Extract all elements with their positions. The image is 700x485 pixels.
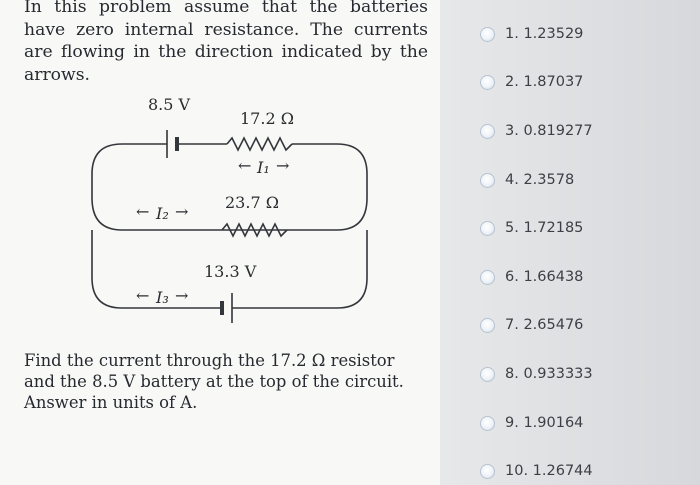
- battery-bottom-label: 13.3 V: [204, 262, 257, 281]
- arrow-right-i1: →: [276, 156, 289, 175]
- radio-button-icon[interactable]: [480, 123, 495, 139]
- resistor-17-2-icon: [226, 136, 293, 152]
- option-7[interactable]: 7. 2.65476: [480, 312, 700, 338]
- option-8[interactable]: 8. 0.933333: [480, 361, 700, 387]
- resistor-top-label: 17.2 Ω: [240, 109, 294, 128]
- arrow-left-i2: ←: [136, 202, 149, 221]
- current-i2-label: I₂: [155, 204, 169, 223]
- option-2[interactable]: 2. 1.87037: [480, 69, 700, 95]
- question-prompt: Find the current through the 17.2 Ω resi…: [24, 351, 404, 412]
- option-4[interactable]: 4. 2.3578: [480, 167, 700, 193]
- radio-button-icon[interactable]: [480, 172, 495, 188]
- arrow-right-i2: →: [175, 202, 188, 221]
- battery-top-label: 8.5 V: [148, 95, 191, 114]
- problem-intro: In this problem assume that the batterie…: [24, 0, 428, 85]
- option-6[interactable]: 6. 1.66438: [480, 264, 700, 290]
- resistor-middle-label: 23.7 Ω: [225, 193, 279, 212]
- radio-button-icon[interactable]: [480, 74, 495, 90]
- option-label: 9. 1.90164: [505, 415, 584, 431]
- option-label: 8. 0.933333: [505, 366, 593, 382]
- option-label: 2. 1.87037: [505, 74, 584, 90]
- radio-button-icon[interactable]: [480, 463, 495, 479]
- option-1[interactable]: 1. 1.23529: [480, 21, 700, 47]
- radio-button-icon[interactable]: [480, 415, 495, 431]
- option-label: 1. 1.23529: [505, 26, 584, 42]
- option-label: 10. 1.26744: [505, 463, 593, 479]
- arrow-left-i1: ←: [238, 156, 251, 175]
- option-10[interactable]: 10. 1.26744: [480, 458, 700, 484]
- arrow-left-i3: ←: [136, 286, 149, 305]
- bottom-right-wire: [232, 230, 368, 309]
- option-label: 6. 1.66438: [505, 269, 584, 285]
- current-i1-label: I₁: [256, 158, 270, 177]
- battery-bottom-icon: [220, 293, 233, 323]
- option-label: 4. 2.3578: [505, 172, 575, 188]
- radio-button-icon[interactable]: [480, 366, 495, 382]
- battery-top-icon: [166, 130, 179, 158]
- resistor-23-7-icon: [221, 222, 288, 238]
- problem-panel: In this problem assume that the batterie…: [24, 0, 428, 412]
- circuit-diagram: 8.5 V 17.2 Ω ← I₁ → 23.7 Ω ← I₂ → 13.3 V…: [91, 95, 368, 323]
- radio-button-icon[interactable]: [480, 269, 495, 285]
- radio-button-icon[interactable]: [480, 26, 495, 42]
- option-label: 5. 1.72185: [505, 220, 584, 236]
- option-5[interactable]: 5. 1.72185: [480, 215, 700, 241]
- option-3[interactable]: 3. 0.819277: [480, 118, 700, 144]
- answer-options: 1. 1.23529 2. 1.87037 3. 0.819277 4. 2.3…: [480, 0, 700, 485]
- radio-button-icon[interactable]: [480, 220, 495, 236]
- option-label: 3. 0.819277: [505, 123, 593, 139]
- top-loop-wire: [91, 143, 368, 231]
- option-label: 7. 2.65476: [505, 317, 584, 333]
- radio-button-icon[interactable]: [480, 317, 495, 333]
- bottom-left-wire: [91, 229, 222, 309]
- current-i3-label: I₃: [155, 288, 169, 307]
- arrow-right-i3: →: [175, 286, 188, 305]
- option-9[interactable]: 9. 1.90164: [480, 410, 700, 436]
